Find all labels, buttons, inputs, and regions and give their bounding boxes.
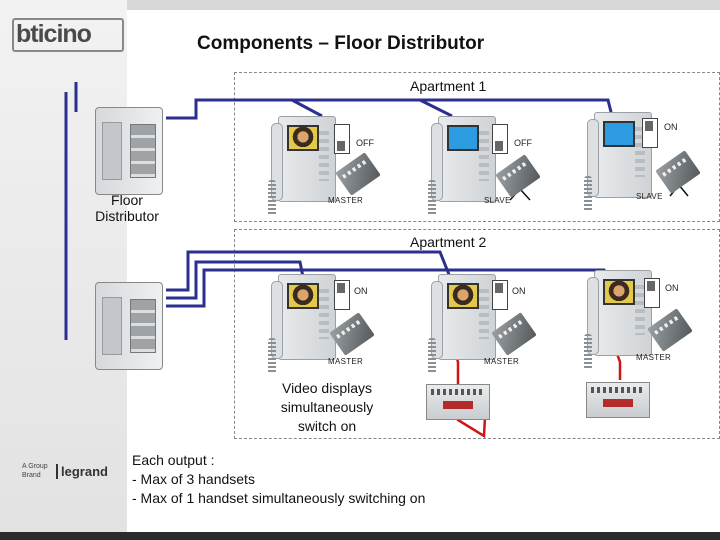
keypad <box>635 285 645 335</box>
outputs-line-1: Each output : <box>132 452 215 468</box>
video-note-line-3: switch on <box>297 418 357 434</box>
apt1-unit1-switch <box>334 124 350 154</box>
apartment-1-label: Apartment 1 <box>410 78 487 94</box>
keypad <box>319 131 329 181</box>
apt2-unit2-role: MASTER <box>484 357 520 366</box>
video-screen <box>447 283 479 309</box>
apt1-unit1-role: MASTER <box>328 196 364 205</box>
apt2-monitor-1 <box>271 274 336 360</box>
top-bar <box>127 0 720 10</box>
power-supply-2 <box>586 382 650 418</box>
apt1-unit2-switch <box>492 124 508 154</box>
floor-distributor-1 <box>95 107 163 195</box>
distributor-ports <box>130 299 156 353</box>
apt1-bus-to-slave2 <box>420 98 614 117</box>
outputs-line-2: - Max of 3 handsets <box>132 471 255 487</box>
distributor-board <box>102 297 122 355</box>
apt2-bus-to-unit3 <box>166 268 614 308</box>
apt1-unit3-switch-label: ON <box>664 122 678 132</box>
video-note-line-2: simultaneously <box>280 399 374 415</box>
handset-cord <box>428 180 436 216</box>
apt1-unit2-switch-label: OFF <box>514 138 532 148</box>
apt2-unit3-role: MASTER <box>636 353 672 362</box>
power-supply-1 <box>426 384 490 420</box>
group-line-1: A Group <box>22 463 48 470</box>
video-screen <box>603 279 635 305</box>
handset-cord <box>584 334 592 370</box>
apt1-unit1-switch-label: OFF <box>356 138 374 148</box>
apartment-2-label: Apartment 2 <box>410 234 487 250</box>
apt2-unit1-switch <box>334 280 350 310</box>
bottom-bar <box>0 532 720 540</box>
apt2-monitor-2 <box>431 274 496 360</box>
video-screen <box>287 283 319 309</box>
floor-distributor-label: Floor Distributor <box>82 192 172 224</box>
apt2-unit3-switch-label: ON <box>665 283 679 293</box>
apt2-unit2-switch-label: ON <box>512 286 526 296</box>
video-screen <box>287 125 319 151</box>
distributor-label-line-2: Distributor <box>95 208 159 224</box>
keypad <box>479 131 489 181</box>
keypad <box>479 289 489 339</box>
handset-cord <box>268 180 276 216</box>
apt1-monitor-master <box>271 116 336 202</box>
group-brand-text: A Group Brand <box>22 462 48 480</box>
apt2-unit3-switch <box>644 278 660 308</box>
legrand-logo: legrand <box>56 464 108 479</box>
bticino-logo: bticino <box>16 20 92 48</box>
apt2-unit1-switch-label: ON <box>354 286 368 296</box>
distributor-label-line-1: Floor <box>111 192 143 208</box>
apt2-bus-to-unit1 <box>166 250 454 292</box>
outputs-note: Each output : - Max of 3 handsets - Max … <box>132 451 425 508</box>
outputs-line-3: - Max of 1 handset simultaneously switch… <box>132 490 426 506</box>
handset-cord <box>268 338 276 374</box>
keypad <box>635 127 645 177</box>
video-screen <box>447 125 479 151</box>
page-title: Components – Floor Distributor <box>197 33 485 54</box>
apt1-bus-to-slave1 <box>196 98 453 118</box>
distributor-ports <box>130 124 156 178</box>
distributor-board <box>102 122 122 180</box>
sidebar-panel <box>0 0 127 540</box>
keypad <box>319 289 329 339</box>
apt2-monitor-3 <box>587 270 652 356</box>
logo-frame <box>12 18 124 52</box>
apt2-unit2-switch <box>492 280 508 310</box>
video-note-line-1: Video displays <box>281 380 373 396</box>
apt1-monitor-slave-1 <box>431 116 496 202</box>
apt2-unit1-role: MASTER <box>328 357 364 366</box>
apt1-unit2-role: SLAVE <box>484 196 511 205</box>
handset-cord <box>584 176 592 212</box>
video-screen <box>603 121 635 147</box>
video-displays-note: Video displays simultaneously switch on <box>262 379 392 436</box>
handset-cord <box>428 338 436 374</box>
apt1-unit3-role: SLAVE <box>636 192 663 201</box>
apt1-monitor-slave-2 <box>587 112 652 198</box>
group-line-2: Brand <box>22 472 41 479</box>
apt1-unit3-switch <box>642 118 658 148</box>
floor-distributor-2 <box>95 282 163 370</box>
